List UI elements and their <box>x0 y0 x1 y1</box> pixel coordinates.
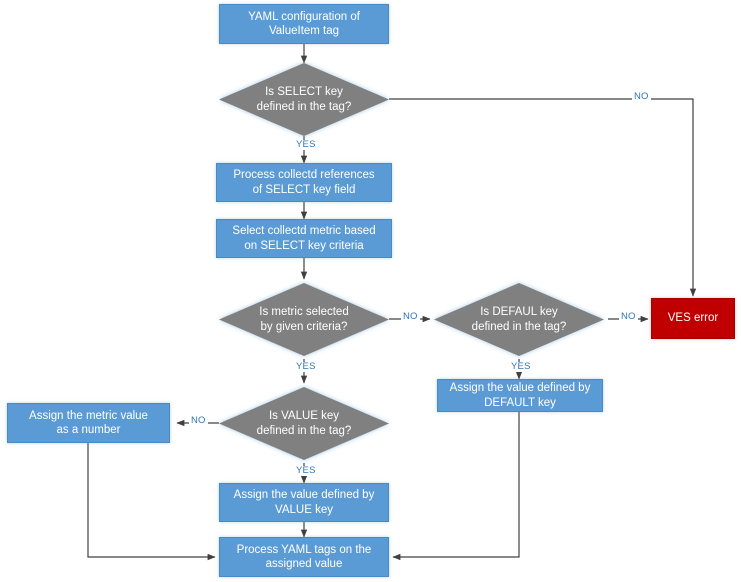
node-assign-metric-value-as-number[interactable]: Assign the metric value as a number <box>7 403 170 443</box>
node-label: Assign the value defined by DEFAULT key <box>450 381 591 410</box>
edge-select-no-to-ves <box>389 98 697 297</box>
node-process-collectd-references[interactable]: Process collectd references of SELECT ke… <box>216 163 392 202</box>
node-line: Is VALUE key <box>268 410 340 423</box>
node-line: assigned value <box>265 558 343 570</box>
edge-assigndefault-to-processyaml <box>392 412 520 561</box>
node-line: VALUE key <box>275 503 333 516</box>
node-line: Process YAML tags on the <box>236 543 372 556</box>
edge-label-defaul-no: NO <box>619 311 638 322</box>
node-ves-error[interactable]: VES error <box>651 298 735 339</box>
node-assign-default-value[interactable]: Assign the value defined by DEFAULT key <box>437 379 603 412</box>
node-line: defined in the tag? <box>256 100 352 113</box>
node-label: Is SELECT key defined in the tag? <box>243 85 366 114</box>
edge-label-value-yes: YES <box>294 465 318 476</box>
node-line: Assign the value defined by <box>233 489 375 502</box>
node-line: on SELECT key criteria <box>244 239 364 252</box>
node-line: defined in the tag? <box>256 424 352 437</box>
edge-assignnumber-to-processyaml <box>87 443 216 561</box>
node-label: Process YAML tags on the assigned value <box>237 543 372 572</box>
node-line: Is DEFAUL key <box>480 306 558 319</box>
node-label: Is metric selected by given criteria? <box>245 305 362 334</box>
node-line: Select collectd metric based <box>232 225 376 238</box>
node-line: as a number <box>56 424 121 436</box>
node-is-metric-selected[interactable]: Is metric selected by given criteria? <box>219 283 389 356</box>
node-select-collectd-metric[interactable]: Select collectd metric based on SELECT k… <box>216 219 392 258</box>
edge-label-select-yes: YES <box>294 139 318 150</box>
node-label: VES error <box>668 311 719 325</box>
node-is-select-key-defined[interactable]: Is SELECT key defined in the tag? <box>219 63 389 136</box>
node-label: Assign the value defined by VALUE key <box>234 488 375 517</box>
node-label: Select collectd metric based on SELECT k… <box>232 224 375 253</box>
node-yaml-configuration[interactable]: YAML configuration of ValueItem tag <box>219 4 389 44</box>
node-line: Is metric selected <box>259 306 349 319</box>
node-line: of SELECT key field <box>252 183 356 196</box>
node-line: DEFAULT key <box>484 396 556 409</box>
node-label: Is DEFAUL key defined in the tag? <box>458 305 581 334</box>
node-label: YAML configuration of ValueItem tag <box>248 10 360 39</box>
node-process-yaml-tags[interactable]: Process YAML tags on the assigned value <box>219 537 389 577</box>
node-line: Assign the metric value <box>29 409 148 422</box>
edge-label-defaul-yes: YES <box>509 361 533 372</box>
node-line: Assign the value defined by <box>449 382 591 395</box>
node-label: Process collectd references of SELECT ke… <box>233 168 374 197</box>
node-is-defaul-key-defined[interactable]: Is DEFAUL key defined in the tag? <box>434 283 604 356</box>
node-line: defined in the tag? <box>471 320 567 333</box>
node-assign-value-key-value[interactable]: Assign the value defined by VALUE key <box>219 483 389 522</box>
node-line: Process collectd references <box>233 169 375 182</box>
node-line: by given criteria? <box>260 320 348 333</box>
edge-label-metric-yes: YES <box>294 361 318 372</box>
edge-label-value-no: NO <box>189 415 208 426</box>
node-is-value-key-defined[interactable]: Is VALUE key defined in the tag? <box>219 387 389 460</box>
node-line: VES error <box>667 312 719 325</box>
node-label: Assign the metric value as a number <box>29 409 148 438</box>
node-line: ValueItem tag <box>268 25 340 37</box>
edge-label-metric-no: NO <box>401 311 420 322</box>
node-line: YAML configuration of <box>248 10 360 23</box>
edge-label-select-no: NO <box>632 91 651 102</box>
node-label: Is VALUE key defined in the tag? <box>243 409 366 438</box>
node-line: Is SELECT key <box>265 86 343 99</box>
